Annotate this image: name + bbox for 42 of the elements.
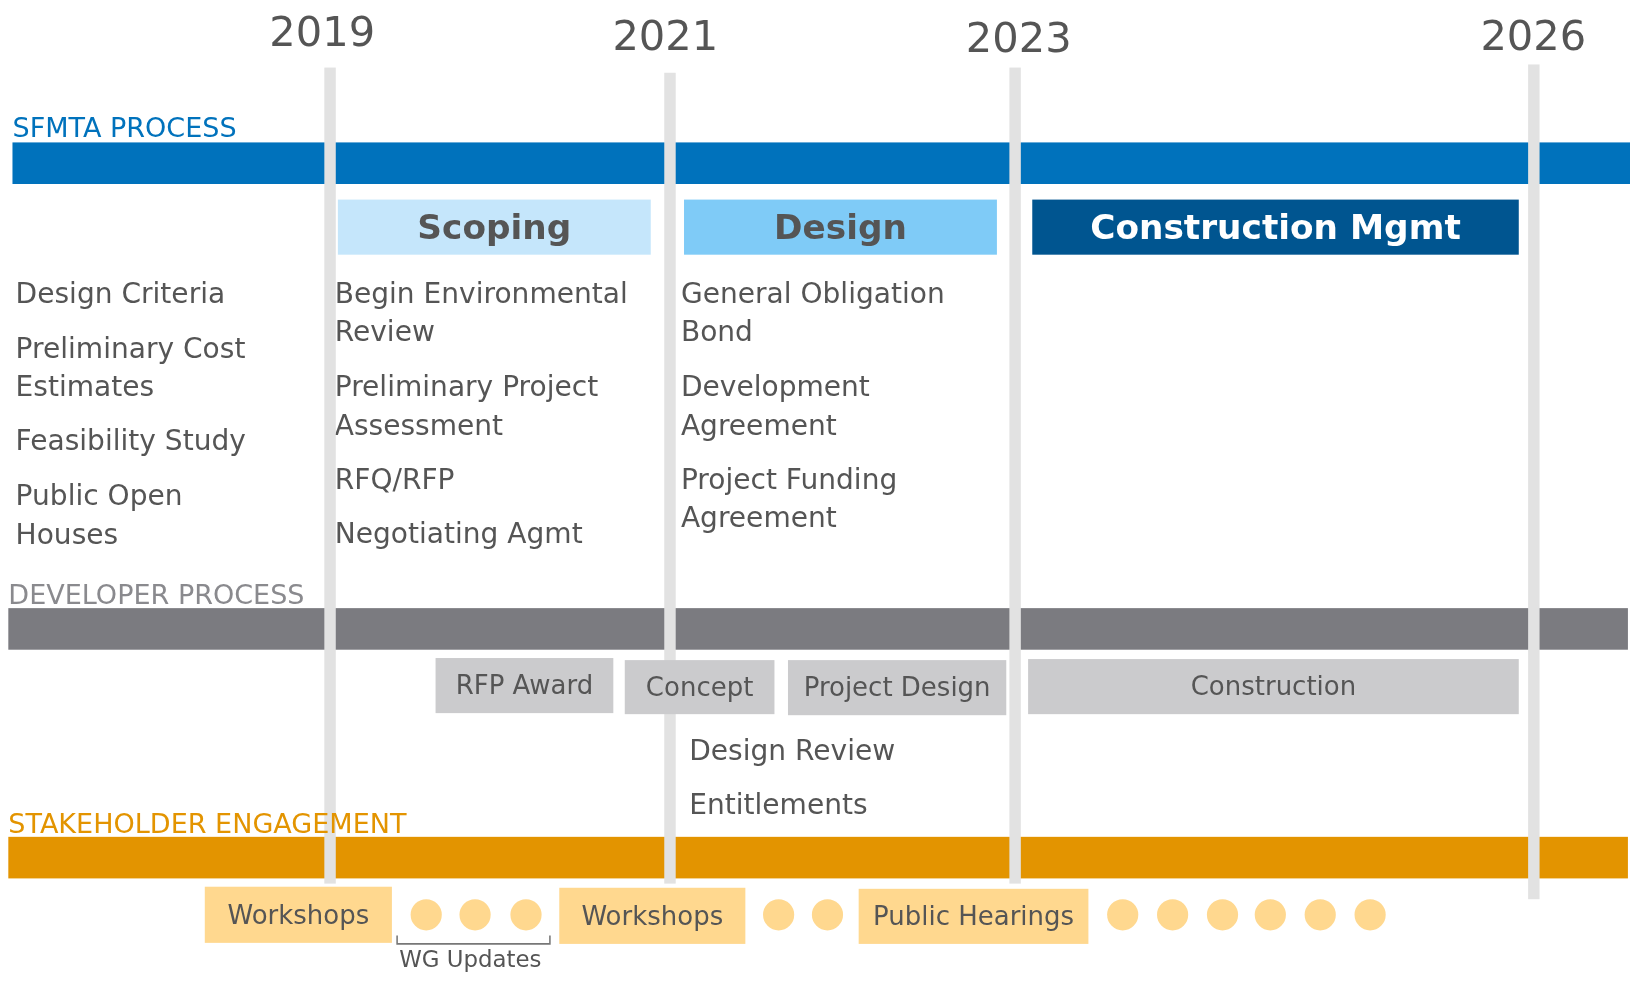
bracket-label: WG Updates xyxy=(399,946,543,973)
milestone-dot xyxy=(459,899,491,931)
list-item: Preliminary Project Assessment xyxy=(334,369,600,443)
list-item: Public Open Houses xyxy=(15,478,184,552)
phase-box: Workshops xyxy=(559,887,746,944)
year-label: 2019 xyxy=(268,8,377,55)
band-label: STAKEHOLDER ENGAGEMENT xyxy=(8,807,407,839)
year-label: 2021 xyxy=(611,12,720,59)
list-item: Negotiating Agmt xyxy=(334,515,584,551)
phase-box: Scoping xyxy=(337,199,651,255)
milestone-dot xyxy=(1107,899,1139,931)
band-label: DEVELOPER PROCESS xyxy=(8,579,305,611)
phase-box: Public Hearings xyxy=(858,888,1089,944)
list-item: Preliminary Cost Estimates xyxy=(15,330,247,405)
milestone-dot xyxy=(410,899,442,931)
milestone-dot xyxy=(1206,899,1239,931)
year-label: 2023 xyxy=(964,14,1073,61)
milestone-dot xyxy=(1254,899,1286,931)
list-item: RFQ/RFP xyxy=(334,461,456,497)
milestone-dot xyxy=(1354,899,1386,931)
year-label: 2026 xyxy=(1479,12,1588,59)
phase-box: Concept xyxy=(624,660,775,715)
milestone-dot xyxy=(1157,899,1189,931)
list-item: General Obligation Bond xyxy=(680,275,946,350)
milestone-dot xyxy=(1304,899,1336,931)
phase-box: Design xyxy=(684,199,997,255)
list-item: Project Funding Agreement xyxy=(680,461,899,536)
band-label: SFMTA PROCESS xyxy=(12,112,237,144)
phase-box: Construction xyxy=(1028,659,1519,715)
phase-box: Workshops xyxy=(204,886,392,943)
phase-box: Project Design xyxy=(787,660,1007,716)
list-item: Design Criteria xyxy=(15,275,227,311)
milestone-dot xyxy=(763,899,795,931)
milestone-dot xyxy=(510,899,542,931)
list-item: Begin Environmental Review xyxy=(334,275,629,350)
list-item: Design Review xyxy=(689,732,897,769)
phase-box: RFP Award xyxy=(435,658,614,714)
list-item: Feasibility Study xyxy=(15,423,247,459)
phase-box: Construction Mgmt xyxy=(1032,199,1519,255)
milestone-dot xyxy=(811,899,844,931)
list-item: Development Agreement xyxy=(680,369,871,443)
list-item: Entitlements xyxy=(689,786,869,823)
